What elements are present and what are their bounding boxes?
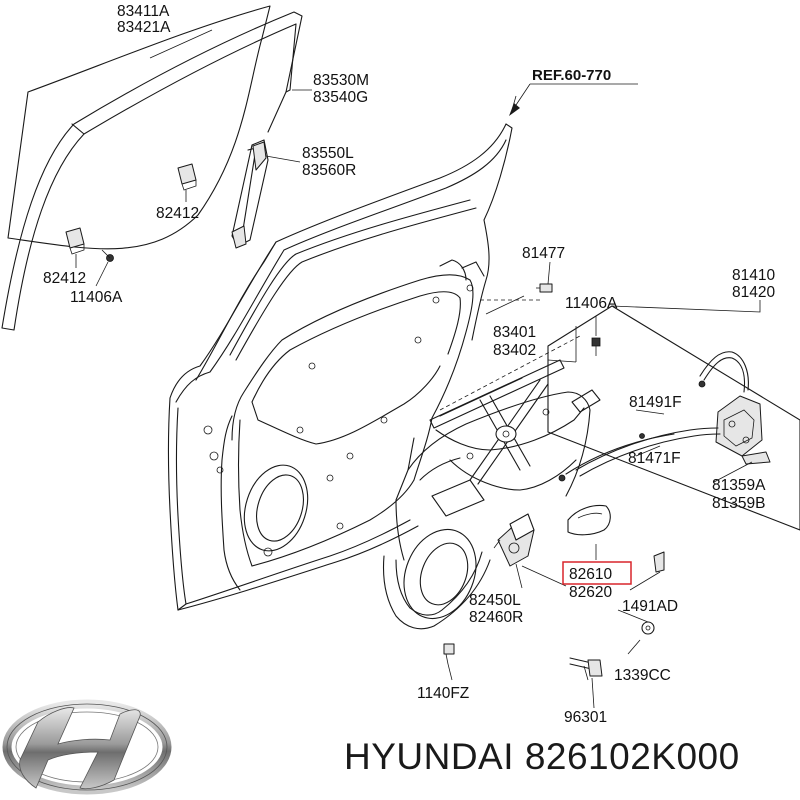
window-glass <box>7 5 271 250</box>
latch-box[interactable] <box>547 305 800 531</box>
door-frame <box>167 123 513 611</box>
label-83560R: 83560R <box>302 162 356 179</box>
bolt-11406a-right <box>591 337 601 356</box>
brand-name: HYUNDAI <box>344 736 515 777</box>
label-96301: 96301 <box>564 709 607 726</box>
brand-part-number: HYUNDAI 826102K000 <box>344 736 740 778</box>
label-81359B: 81359B <box>712 495 765 512</box>
regulator-motor <box>493 513 535 567</box>
label-83530M: 83530M <box>313 72 369 89</box>
label-83540G: 83540G <box>313 89 368 106</box>
label-82412-lower: 82412 <box>43 270 86 287</box>
label-83402: 83402 <box>493 342 536 359</box>
label-1491AD: 1491AD <box>622 598 678 615</box>
label-82460R: 82460R <box>469 609 523 626</box>
door-latch <box>698 351 771 465</box>
rear-channel <box>231 139 269 249</box>
label-11406A-right: 11406A <box>565 295 618 312</box>
label-81471F: 81471F <box>628 450 681 467</box>
label-83411A: 83411A <box>117 3 170 20</box>
bolt-1140fz <box>443 643 455 665</box>
label-83550L: 83550L <box>302 145 354 162</box>
nut-1339cc <box>641 621 655 635</box>
bracket-1491ad <box>653 551 665 573</box>
label-82610: 82610 <box>569 566 612 583</box>
leader-lines <box>75 29 761 709</box>
label-81359A: 81359A <box>712 477 766 494</box>
label-81420: 81420 <box>732 284 775 301</box>
highlight-box <box>562 561 632 585</box>
label-83401: 83401 <box>493 324 536 341</box>
part-96301 <box>569 657 603 677</box>
ref-arrow <box>509 83 638 116</box>
label-81491F: 81491F <box>629 394 682 411</box>
bolt-11406a-left <box>101 249 114 262</box>
glass-clip-lower <box>65 227 85 255</box>
label-82620: 82620 <box>569 584 612 601</box>
door-trim-panel <box>382 391 591 630</box>
label-83421A: 83421A <box>117 19 171 36</box>
bolt-81477 <box>536 283 553 293</box>
label-81410: 81410 <box>732 267 775 284</box>
glass-clip-upper <box>177 163 197 191</box>
inner-door-panel <box>203 259 485 591</box>
label-1140FZ: 1140FZ <box>417 685 469 702</box>
ref-label: REF.60-770 <box>532 67 611 84</box>
latch-cables <box>558 427 721 482</box>
part-number: 826102K000 <box>524 736 740 777</box>
outside-handle <box>567 504 611 536</box>
label-82450L: 82450L <box>469 592 521 609</box>
glass-run-channel <box>1 11 303 331</box>
label-82412-upper: 82412 <box>156 205 199 222</box>
label-1339CC: 1339CC <box>614 667 671 684</box>
label-11406A-left: 11406A <box>70 289 123 306</box>
window-regulator <box>419 299 601 517</box>
hyundai-logo <box>2 699 172 795</box>
label-81477: 81477 <box>522 245 565 262</box>
